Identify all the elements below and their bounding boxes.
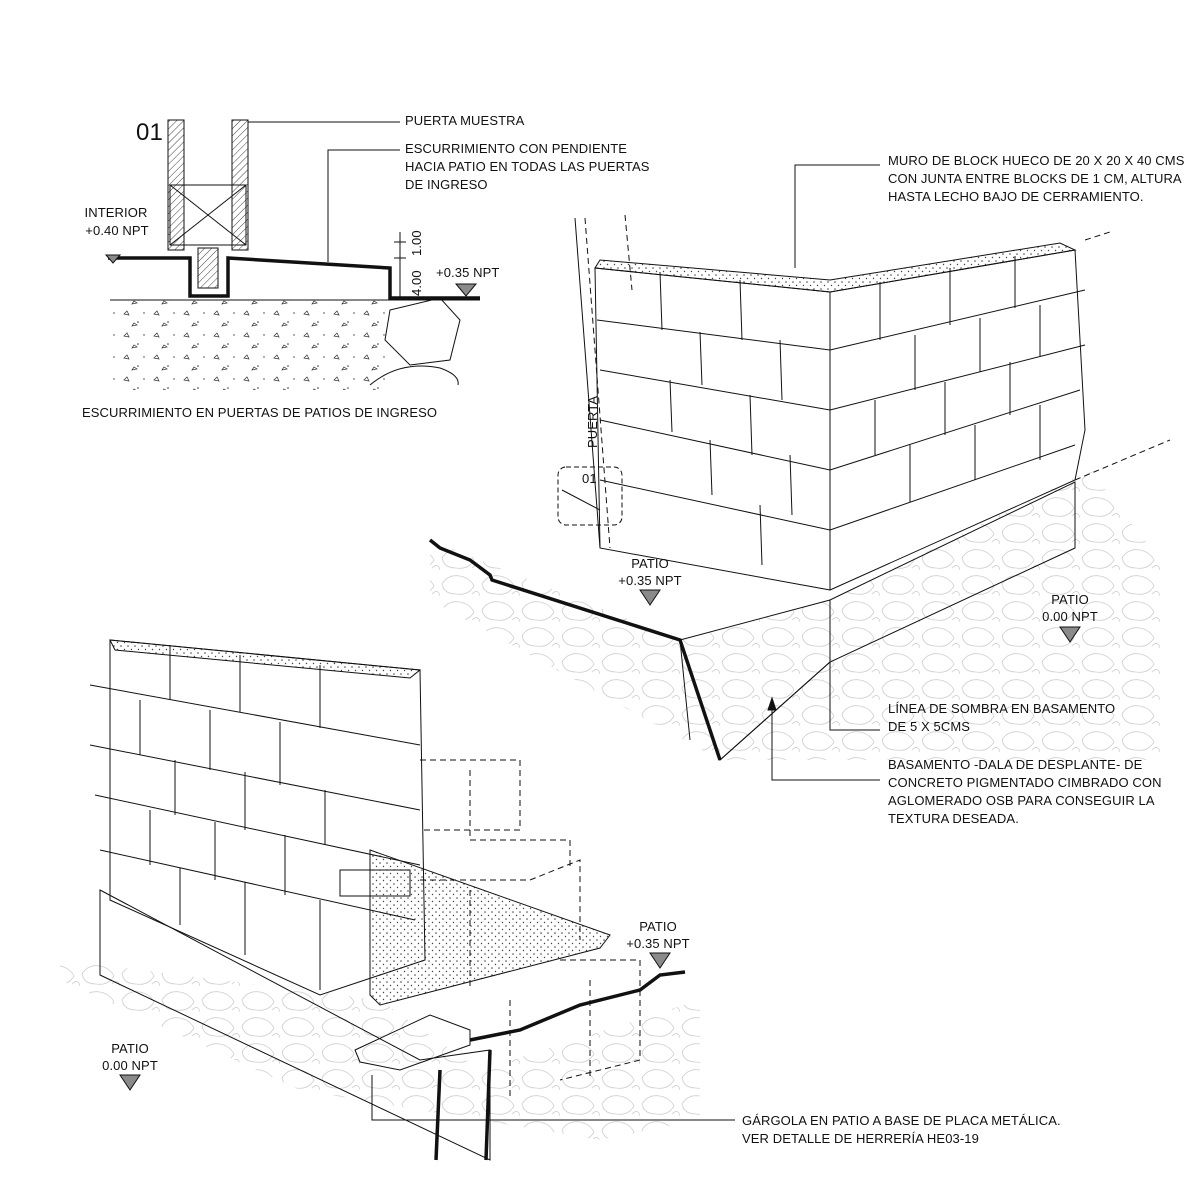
base-note-line-2: CONCRETO PIGMENTADO CIMBRADO CON [888, 775, 1162, 790]
wall-leader [794, 164, 880, 268]
detail-01-section [104, 119, 480, 390]
patio-low-value: 0.00 NPT [1042, 609, 1098, 624]
gargoyle-view [60, 639, 735, 1161]
course-1-right [829, 289, 1086, 351]
joint [669, 379, 673, 433]
base-cont-dashed [1074, 439, 1171, 481]
level-marker-icon [639, 589, 661, 606]
patio-low-label: PATIO [1051, 592, 1089, 607]
slope-note-line-3: DE INGRESO [405, 177, 488, 192]
detail-caption: ESCURRIMIENTO EN PUERTAS DE PATIOS DE IN… [82, 405, 438, 420]
interior-level-value: +0.40 NPT [85, 223, 149, 238]
wall-note-line-3: HASTA LECHO BAJO DE CERRAMIENTO. [888, 189, 1144, 204]
course [89, 684, 421, 746]
course-3-left [599, 419, 831, 471]
patio-high-label: PATIO [631, 556, 669, 571]
shadow-note-line-2: DE 5 X 5CMS [888, 719, 971, 734]
base-note-line-3: AGLOMERADO OSB PARA CONSEGUIR LA [888, 793, 1155, 808]
course-4-right [829, 444, 1076, 531]
rail-cross-b [169, 184, 247, 246]
joint [789, 454, 793, 516]
ground-texture [60, 960, 700, 1140]
gargoyle-patio-low-label: PATIO [111, 1041, 149, 1056]
wall-note-line-2: CON JUNTA ENTRE BLOCKS DE 1 CM, ALTURA [888, 171, 1182, 186]
course-2-right [829, 344, 1086, 411]
course [94, 794, 421, 866]
section-cut [484, 1049, 492, 1161]
shadow-note-line-1: LÍNEA DE SOMBRA EN BASAMENTO [888, 701, 1116, 716]
section-inner [679, 639, 691, 741]
base-note-line-4: TEXTURA DESEADA. [888, 811, 1019, 826]
slope-note-line-1: ESCURRIMIENTO CON PENDIENTE [405, 141, 628, 156]
ground-texture [430, 470, 1160, 760]
half-block [339, 869, 411, 897]
callout-slab [561, 489, 601, 511]
door-vertical-label: PUERTA [585, 395, 600, 448]
detail-callout-box [557, 466, 623, 526]
gargoyle-note-line-1: GÁRGOLA EN PATIO A BASE DE PLACA METÁLIC… [742, 1113, 1061, 1128]
stone-b [369, 365, 459, 386]
section-cut [434, 1069, 442, 1161]
shadow-leader [829, 600, 880, 731]
joint [749, 394, 753, 456]
level-marker-icon [649, 952, 671, 969]
joint [659, 271, 663, 331]
gravel-fill [110, 300, 390, 390]
stone-a [384, 297, 461, 366]
arrow-icon [767, 696, 777, 711]
course-1-left [596, 319, 831, 351]
door-label: PUERTA MUESTRA [405, 113, 525, 128]
base-bottom [719, 661, 831, 761]
level-marker-icon [104, 254, 122, 264]
gargoyle-patio-low-value: 0.00 NPT [102, 1058, 158, 1073]
course [99, 849, 416, 921]
base-note-line-1: BASAMENTO -DALA DE DESPLANTE- DE [888, 757, 1143, 772]
dimension-value-2: 4.00 [409, 270, 424, 296]
slope-note-line-2: HACIA PATIO EN TODAS LAS PUERTAS [405, 159, 650, 174]
base-beam [99, 889, 491, 1161]
door-bottom-rail [169, 184, 247, 246]
base-leader [771, 700, 880, 781]
slope-leader [327, 149, 400, 262]
interior-level-label: INTERIOR [84, 205, 148, 220]
course [89, 744, 421, 811]
level-marker-icon [119, 1074, 141, 1091]
level-marker-icon [454, 283, 478, 297]
course-2-left [599, 369, 831, 411]
door-jamb-line [574, 217, 601, 549]
course-4-left [599, 479, 831, 531]
door-bolt [197, 247, 219, 289]
patio-slab [369, 849, 611, 1006]
patio-level-value: +0.35 NPT [436, 265, 500, 280]
ghost-blocks [420, 759, 641, 1100]
corner-wall-view [428, 164, 1171, 781]
detail-callout-number: 01 [582, 471, 597, 486]
threshold-profile [108, 256, 480, 300]
joint [709, 439, 713, 496]
gargoyle-patio-high-value: +0.35 NPT [626, 936, 690, 951]
joint [759, 504, 763, 566]
gargoyle-patio-high-label: PATIO [639, 919, 677, 934]
joint [699, 331, 703, 386]
section-cut [469, 970, 686, 1042]
door-jamb-dashed [584, 217, 611, 549]
level-marker-icon [1059, 626, 1081, 643]
dimension-value-1: 1.00 [409, 230, 424, 256]
joint [779, 339, 783, 401]
wall-note-line-1: MURO DE BLOCK HUECO DE 20 X 20 X 40 CMS [888, 153, 1185, 168]
wall-top-hollows [109, 639, 422, 679]
gargoyle-plate [354, 1014, 471, 1071]
door-jamb-dashed [624, 214, 633, 291]
gargoyle-note-line-2: VER DETALLE DE HERRERÍA HE03-19 [742, 1131, 979, 1146]
detail-number: 01 [136, 119, 163, 146]
wall-top-hollows [594, 242, 1077, 293]
wall-left-face [594, 267, 831, 591]
patio-high-value: +0.35 NPT [618, 573, 682, 588]
course-3-right [829, 389, 1081, 471]
gargoyle-leader [371, 1075, 735, 1121]
joint [739, 279, 743, 341]
wall-cont-dashed [1084, 231, 1111, 241]
